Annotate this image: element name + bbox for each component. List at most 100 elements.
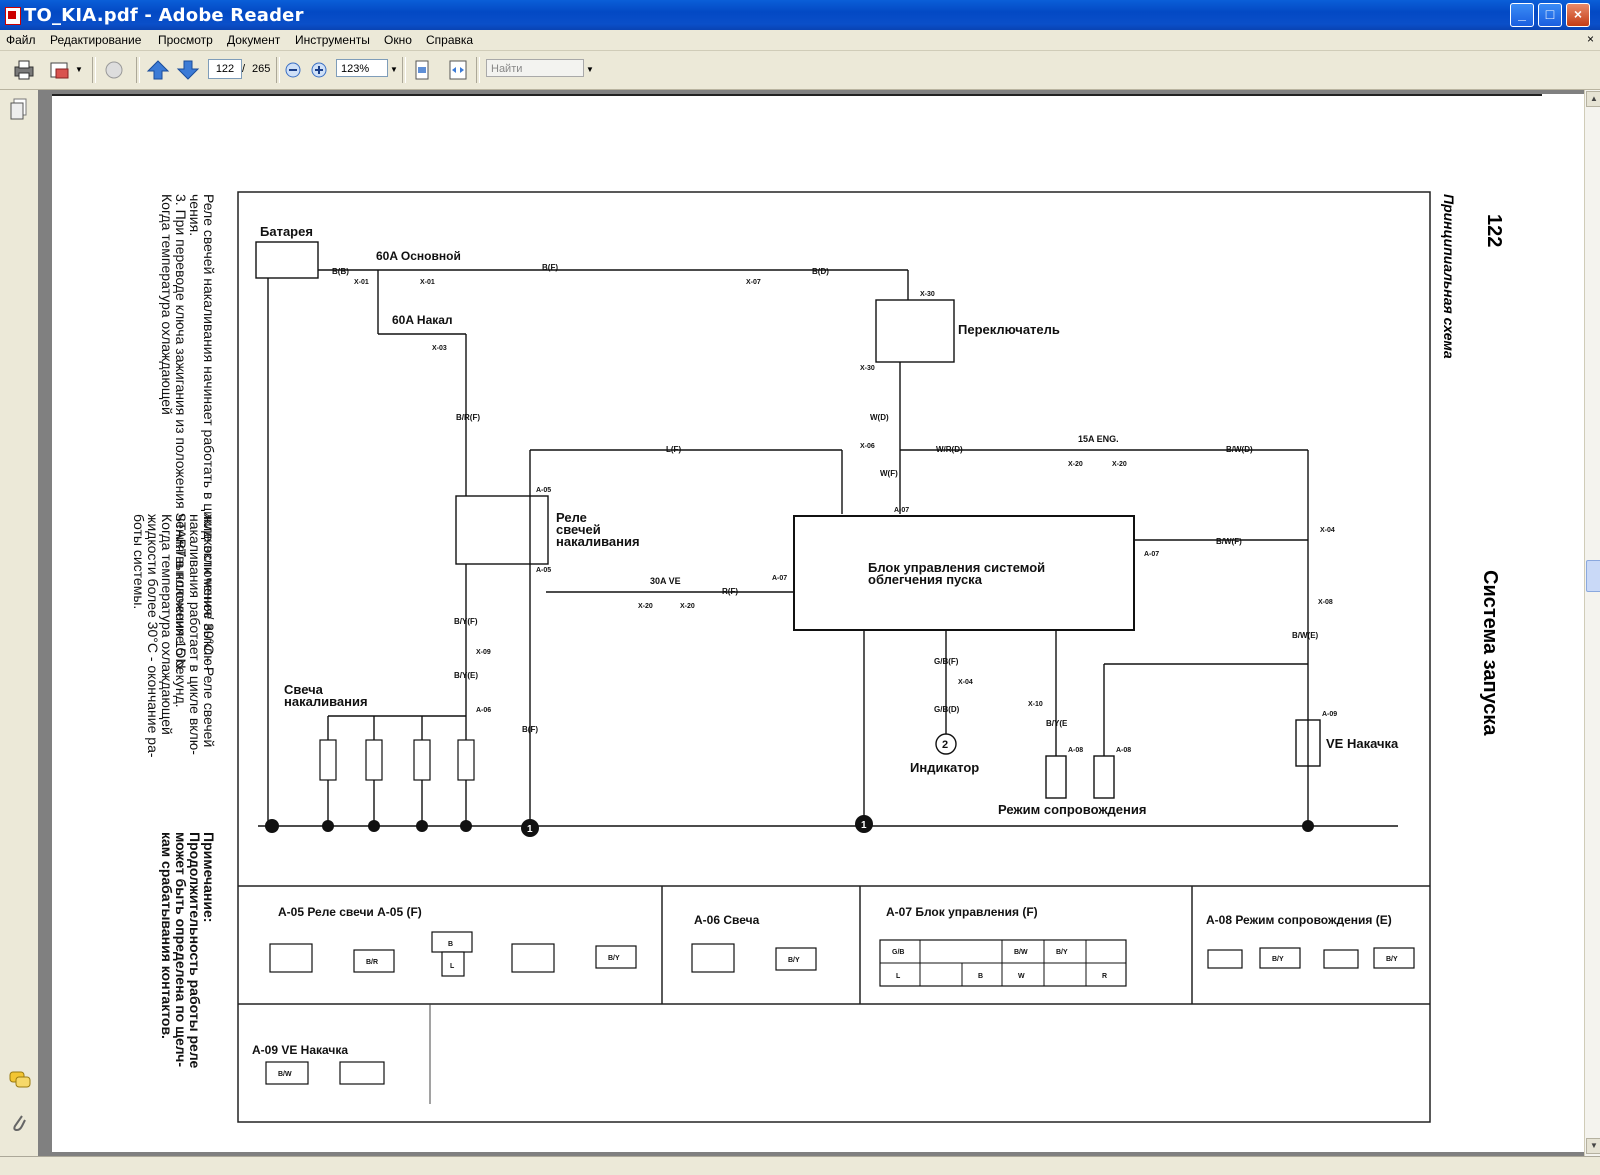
svg-text:1: 1: [527, 824, 533, 835]
header-left: Принципиальная схема: [1441, 194, 1457, 359]
zoom-dropdown-icon[interactable]: ▼: [390, 65, 398, 74]
scroll-up-icon[interactable]: ▲: [1586, 91, 1600, 107]
left-text-col3: Когда температура охлаждающей: [159, 194, 175, 415]
connector-code: X-04: [958, 679, 973, 686]
wire-code: B(F): [522, 725, 538, 734]
scroll-thumb[interactable]: [1586, 560, 1600, 592]
comments-icon[interactable]: [9, 1070, 31, 1090]
menu-tools[interactable]: Инструменты: [295, 33, 370, 47]
label-switch: Переключатель: [958, 322, 1060, 337]
label-battery: Батарея: [260, 224, 313, 239]
menu-document[interactable]: Документ: [227, 33, 281, 47]
connector-code: X-30: [860, 365, 875, 372]
left-text-col1b: чения.: [187, 194, 203, 236]
email-dropdown-icon[interactable]: ▼: [75, 65, 83, 74]
wire-code: B(F): [542, 263, 558, 272]
menu-close-doc-icon[interactable]: ×: [1586, 32, 1594, 46]
pin-label: L: [896, 973, 901, 980]
connector-a05-title: A-05 Реле свечи A-05 (F): [278, 905, 422, 919]
next-page-icon[interactable]: [176, 59, 200, 81]
wire-code: B/Y(F): [454, 617, 478, 626]
connector-code: X-10: [1028, 701, 1043, 708]
menu-view[interactable]: Просмотр: [158, 33, 213, 47]
connector-code: X-20: [1068, 461, 1083, 468]
page-number-input[interactable]: 122: [208, 59, 242, 79]
connector-code: A-08: [1068, 747, 1083, 754]
label-fuse-15: 15A ENG.: [1078, 434, 1119, 444]
pages-panel-icon[interactable]: [9, 98, 29, 122]
wire-code: R(F): [722, 587, 738, 596]
page-separator: /: [242, 63, 246, 75]
document-view: 122 Принципиальная схема Система запуска…: [38, 90, 1584, 1156]
pin-label: W: [1018, 973, 1025, 980]
adobe-reader-app-icon: [5, 7, 21, 25]
zoom-level-select[interactable]: 123%: [336, 59, 388, 77]
note-line-1: Продолжительность работы реле: [187, 832, 203, 1069]
connector-code: A-06: [476, 707, 491, 714]
vertical-scrollbar[interactable]: ▲ ▼: [1584, 90, 1600, 1156]
connector-a07-title: A-07 Блок управления (F): [886, 905, 1038, 919]
wire-code: B/W(E): [1292, 631, 1319, 640]
label-glow-2: накаливания: [284, 694, 368, 709]
pin-label: B: [448, 941, 453, 948]
label-relay-2: свечей: [556, 522, 601, 537]
menu-help[interactable]: Справка: [426, 33, 474, 47]
pin-label: B/Y: [1272, 956, 1284, 963]
menu-edit[interactable]: Редактирование: [50, 33, 142, 47]
left-text-col9: боты системы.: [131, 514, 147, 609]
connector-code: A-08: [1116, 747, 1131, 754]
label-fuse-main: 60A Основной: [376, 249, 461, 263]
email-icon[interactable]: [48, 59, 72, 81]
connector-code: X-01: [354, 279, 369, 286]
pin-label: B: [978, 973, 983, 980]
label-relay-3: накаливания: [556, 534, 640, 549]
connector-code: A-07: [894, 507, 909, 514]
label-indicator: Индикатор: [910, 760, 979, 775]
wire-code: B/R(F): [456, 413, 480, 422]
connector-code: A-05: [536, 487, 551, 494]
page-number: 122: [1483, 214, 1505, 247]
fit-page-icon[interactable]: [410, 59, 434, 81]
scroll-down-icon[interactable]: ▼: [1586, 1138, 1600, 1154]
label-ecu-1: Блок управления системой: [868, 560, 1045, 575]
connector-code: X-08: [1318, 599, 1333, 606]
left-text-col4: жидкости менее 30°C - Реле свечей: [201, 514, 217, 747]
connector-code: X-01: [420, 279, 435, 286]
attachments-icon[interactable]: [10, 1112, 28, 1134]
title-bar: TO_KIA.pdf - Adobe Reader _ □ ×: [0, 0, 1600, 30]
find-dropdown-icon[interactable]: ▼: [586, 65, 594, 74]
note-line-2: может быть определена по щелч-: [173, 832, 189, 1067]
pin-label: B/Y: [788, 957, 800, 964]
connector-a06-title: A-06 Свеча: [694, 913, 760, 927]
menu-file[interactable]: Файл: [6, 33, 36, 47]
wire-code: B/Y(E: [1046, 719, 1068, 728]
label-glow-1: Свеча: [284, 682, 324, 697]
svg-text:1: 1: [861, 820, 867, 831]
wire-code: W(F): [880, 469, 898, 478]
find-input[interactable]: Найти: [486, 59, 584, 77]
previous-page-icon[interactable]: [146, 59, 170, 81]
left-text-col8: жидкости более 30°C - окончание ра-: [145, 514, 161, 758]
wire-code: L(F): [666, 445, 681, 454]
note-line-3: кам срабатывания контактов.: [159, 832, 175, 1039]
pin-label: B/W: [278, 1071, 292, 1078]
pin-label: B/R: [366, 959, 378, 966]
hand-tool-icon[interactable]: [102, 59, 126, 81]
page-content: 122 Принципиальная схема Система запуска…: [52, 94, 1542, 1123]
zoom-in-icon[interactable]: [310, 59, 328, 81]
fit-width-icon[interactable]: [446, 59, 470, 81]
pin-label: B/Y: [1386, 956, 1398, 963]
pin-label: G/B: [892, 949, 904, 956]
wire-code: W/R(D): [936, 445, 963, 454]
pin-label: R: [1102, 973, 1107, 980]
page-total: 265: [252, 63, 271, 75]
zoom-out-icon[interactable]: [284, 59, 302, 81]
menu-window[interactable]: Окно: [384, 33, 412, 47]
print-icon[interactable]: [12, 59, 36, 81]
wire-code: B/W(D): [1226, 445, 1253, 454]
maximize-button[interactable]: □: [1538, 3, 1562, 27]
close-button[interactable]: ×: [1566, 3, 1590, 27]
connector-code: X-09: [476, 649, 491, 656]
minimize-button[interactable]: _: [1510, 3, 1534, 27]
label-ecu-2: облегчения пуска: [868, 572, 983, 587]
